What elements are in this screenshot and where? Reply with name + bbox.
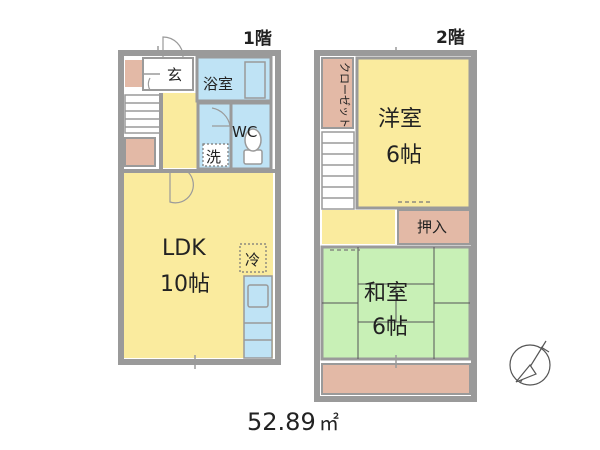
bathtub: [244, 61, 266, 99]
door-swing-icon: [147, 36, 184, 91]
total-area-unit: ㎡: [319, 411, 339, 435]
second-floor: クローゼット 洋室 6帖 押入: [314, 47, 477, 402]
ldk-room: [124, 171, 244, 358]
kitchen-counter: [243, 275, 273, 359]
closet: [321, 57, 354, 129]
total-area-value: 52.89: [247, 408, 316, 436]
entrance-storage: [125, 60, 142, 87]
stairs-2f-icon: [321, 131, 355, 210]
western-room: [355, 56, 472, 210]
japanese-name: 和室: [364, 281, 408, 306]
corridor-2f: [322, 210, 395, 244]
understair-storage: [124, 137, 156, 167]
north-compass-icon: [509, 340, 551, 386]
washer-space: [202, 143, 229, 167]
floor-label-2f: 2階: [436, 28, 465, 48]
laundry-label: 洗: [206, 148, 221, 166]
fridge-space: [239, 243, 267, 273]
balcony: [321, 363, 471, 395]
japanese-size: 6帖: [372, 315, 408, 340]
stairs-icon: [124, 94, 162, 134]
ldk-name: LDK: [162, 236, 206, 261]
toilet-icon: [243, 128, 263, 165]
bath-label: 浴室: [203, 75, 233, 93]
toilet-label: WC: [232, 123, 257, 141]
first-floor: 玄 浴室 WC 洗: [118, 36, 281, 369]
tatami-lines: [322, 247, 470, 359]
ldk-size: 10帖: [160, 272, 210, 297]
oshiire: [397, 209, 471, 245]
western-size: 6帖: [386, 143, 422, 168]
western-name: 洋室: [378, 107, 422, 132]
floor-label-1f: 1階: [243, 29, 272, 49]
closet-label: クローゼット: [338, 62, 351, 128]
fridge-label: 冷: [245, 251, 260, 269]
corridor-1f: [161, 93, 197, 168]
oshiire-label: 押入: [417, 218, 447, 236]
entrance-label: 玄: [167, 66, 182, 84]
